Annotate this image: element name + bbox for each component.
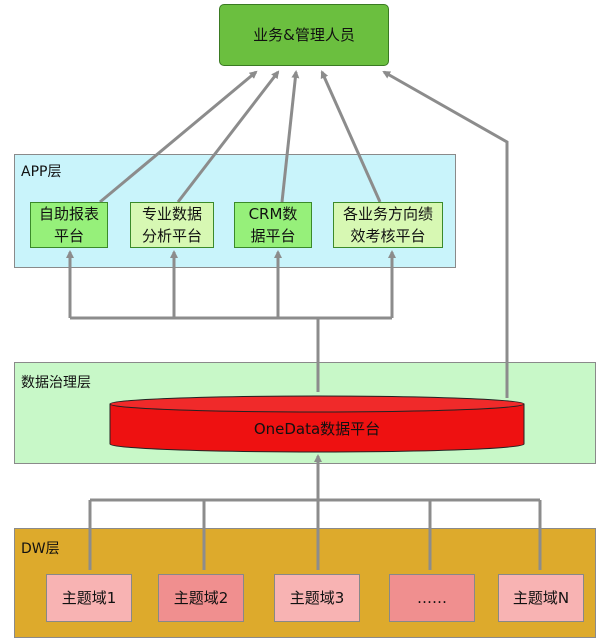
app-item-line2: 分析平台 [141, 227, 202, 245]
subject-domain-2: 主题域2 [158, 574, 244, 622]
app-item-line1: CRM数 [248, 205, 298, 223]
arrow-app1-to-top [99, 70, 258, 204]
app-item-line2: 平台 [53, 227, 84, 245]
arrow-app4-to-top [320, 70, 382, 203]
subject-domain-label: 主题域N [512, 589, 570, 607]
onedata-platform-text: OneData数据平台 [253, 420, 381, 438]
app-item-line1: 各业务方向绩 [342, 205, 433, 223]
app-item-self-service-report: 自助报表 平台 [30, 202, 108, 248]
business-management-box: 业务&管理人员 [219, 4, 389, 66]
subject-domain-label: 主题域2 [173, 589, 229, 607]
app-item-line1: 专业数据 [141, 205, 202, 223]
subject-domain-label: …… [417, 589, 447, 607]
subject-domain-3: 主题域3 [274, 574, 360, 622]
arrow-onedata-to-top [382, 70, 509, 398]
subject-domain-label: 主题域1 [61, 589, 117, 607]
onedata-platform-label: OneData数据平台 [110, 414, 524, 444]
app-item-crm-data: CRM数 据平台 [234, 202, 312, 248]
dw-layer-title: DW层 [21, 541, 60, 557]
arrow-app2-to-top [176, 70, 280, 203]
subject-domain-n: 主题域N [498, 574, 584, 622]
app-item-line2: 效考核平台 [350, 227, 426, 245]
subject-domain-label: 主题域3 [289, 589, 345, 607]
app-item-line1: 自助报表 [38, 205, 99, 223]
app-item-line2: 据平台 [250, 227, 296, 245]
onedata-cylinder [109, 395, 525, 453]
arrow-app3-to-top [280, 70, 300, 203]
app-item-performance-assessment: 各业务方向绩 效考核平台 [333, 202, 443, 248]
app-item-data-analysis: 专业数据 分析平台 [130, 202, 214, 248]
business-management-label: 业务&管理人员 [253, 26, 355, 44]
governance-layer-title: 数据治理层 [21, 375, 91, 391]
subject-domain-1: 主题域1 [46, 574, 132, 622]
app-layer-title: APP层 [21, 164, 62, 180]
subject-domain-ellipsis: …… [389, 574, 475, 622]
